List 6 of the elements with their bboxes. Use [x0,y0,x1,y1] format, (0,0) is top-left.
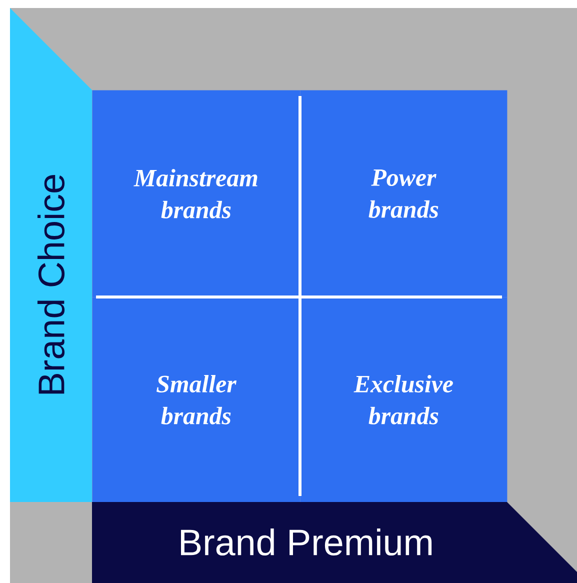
quadrant: Smaller brands [92,297,300,502]
axis-band: Brand Choice [10,8,92,502]
quadrant: Power brands [300,90,508,298]
quadrant: Mainstream brands [92,90,300,298]
quadrant: Exclusive brands [300,297,508,502]
axis-band: Brand Premium [92,502,577,583]
